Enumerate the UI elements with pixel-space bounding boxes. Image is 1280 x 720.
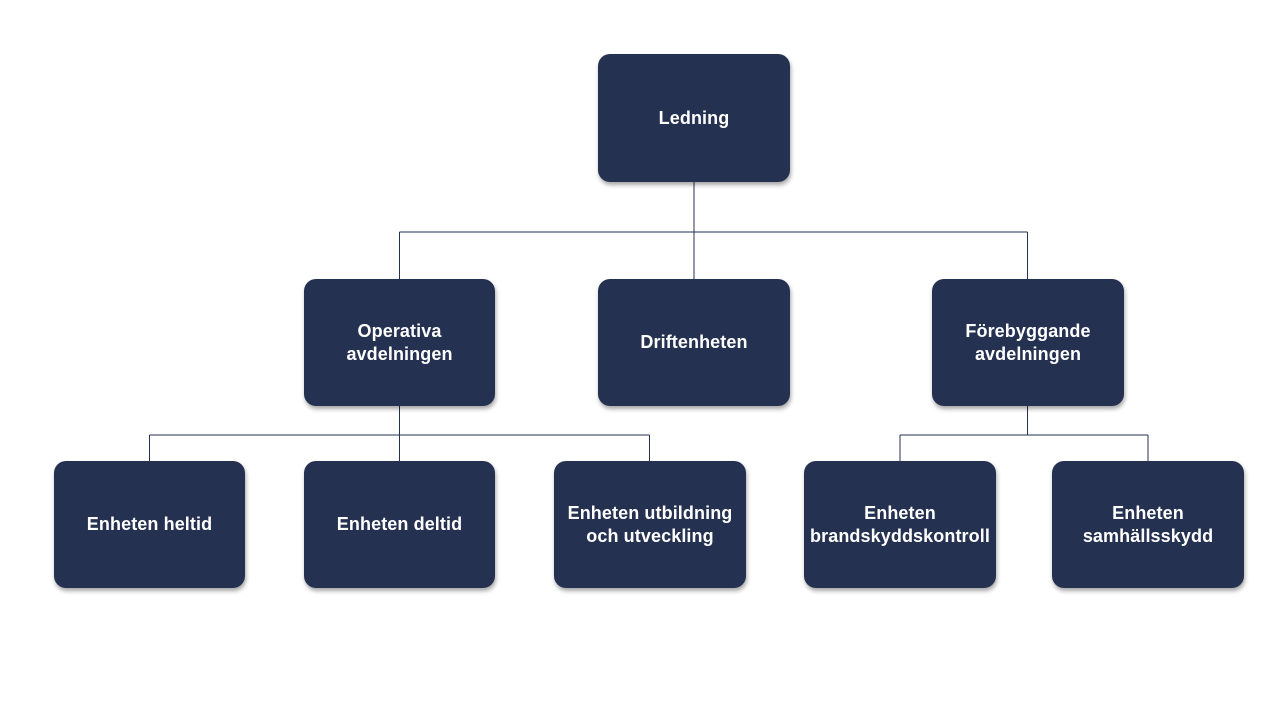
org-node-label: Operativa avdelningen	[346, 320, 453, 364]
org-node-enheten-heltid: Enheten heltid	[54, 461, 245, 588]
org-node-label: Enheten samhällsskydd	[1082, 502, 1214, 546]
org-node-enheten-samhallsskydd: Enheten samhällsskydd	[1052, 461, 1244, 588]
org-node-label: Enheten brandskyddskontroll	[810, 502, 990, 546]
org-node-label: Ledning	[658, 107, 730, 128]
org-node-operativa-avdelningen: Operativa avdelningen	[304, 279, 495, 406]
org-node-enheten-utbildning: Enheten utbildning och utveckling	[554, 461, 746, 588]
org-node-driftenheten: Driftenheten	[598, 279, 790, 406]
org-node-label: Enheten heltid	[86, 514, 213, 534]
org-node-enheten-brandskyddskontroll: Enheten brandskyddskontroll	[804, 461, 996, 588]
org-node-ledning: Ledning	[598, 54, 790, 182]
org-node-enheten-deltid: Enheten deltid	[304, 461, 495, 588]
org-node-label: Driftenheten	[640, 332, 748, 352]
org-node-label: Enheten deltid	[336, 514, 463, 534]
org-node-label: Enheten utbildning och utveckling	[567, 502, 733, 546]
org-node-label: Förebyggande avdelningen	[965, 320, 1091, 364]
org-node-forebyggande-avdelningen: Förebyggande avdelningen	[932, 279, 1124, 406]
